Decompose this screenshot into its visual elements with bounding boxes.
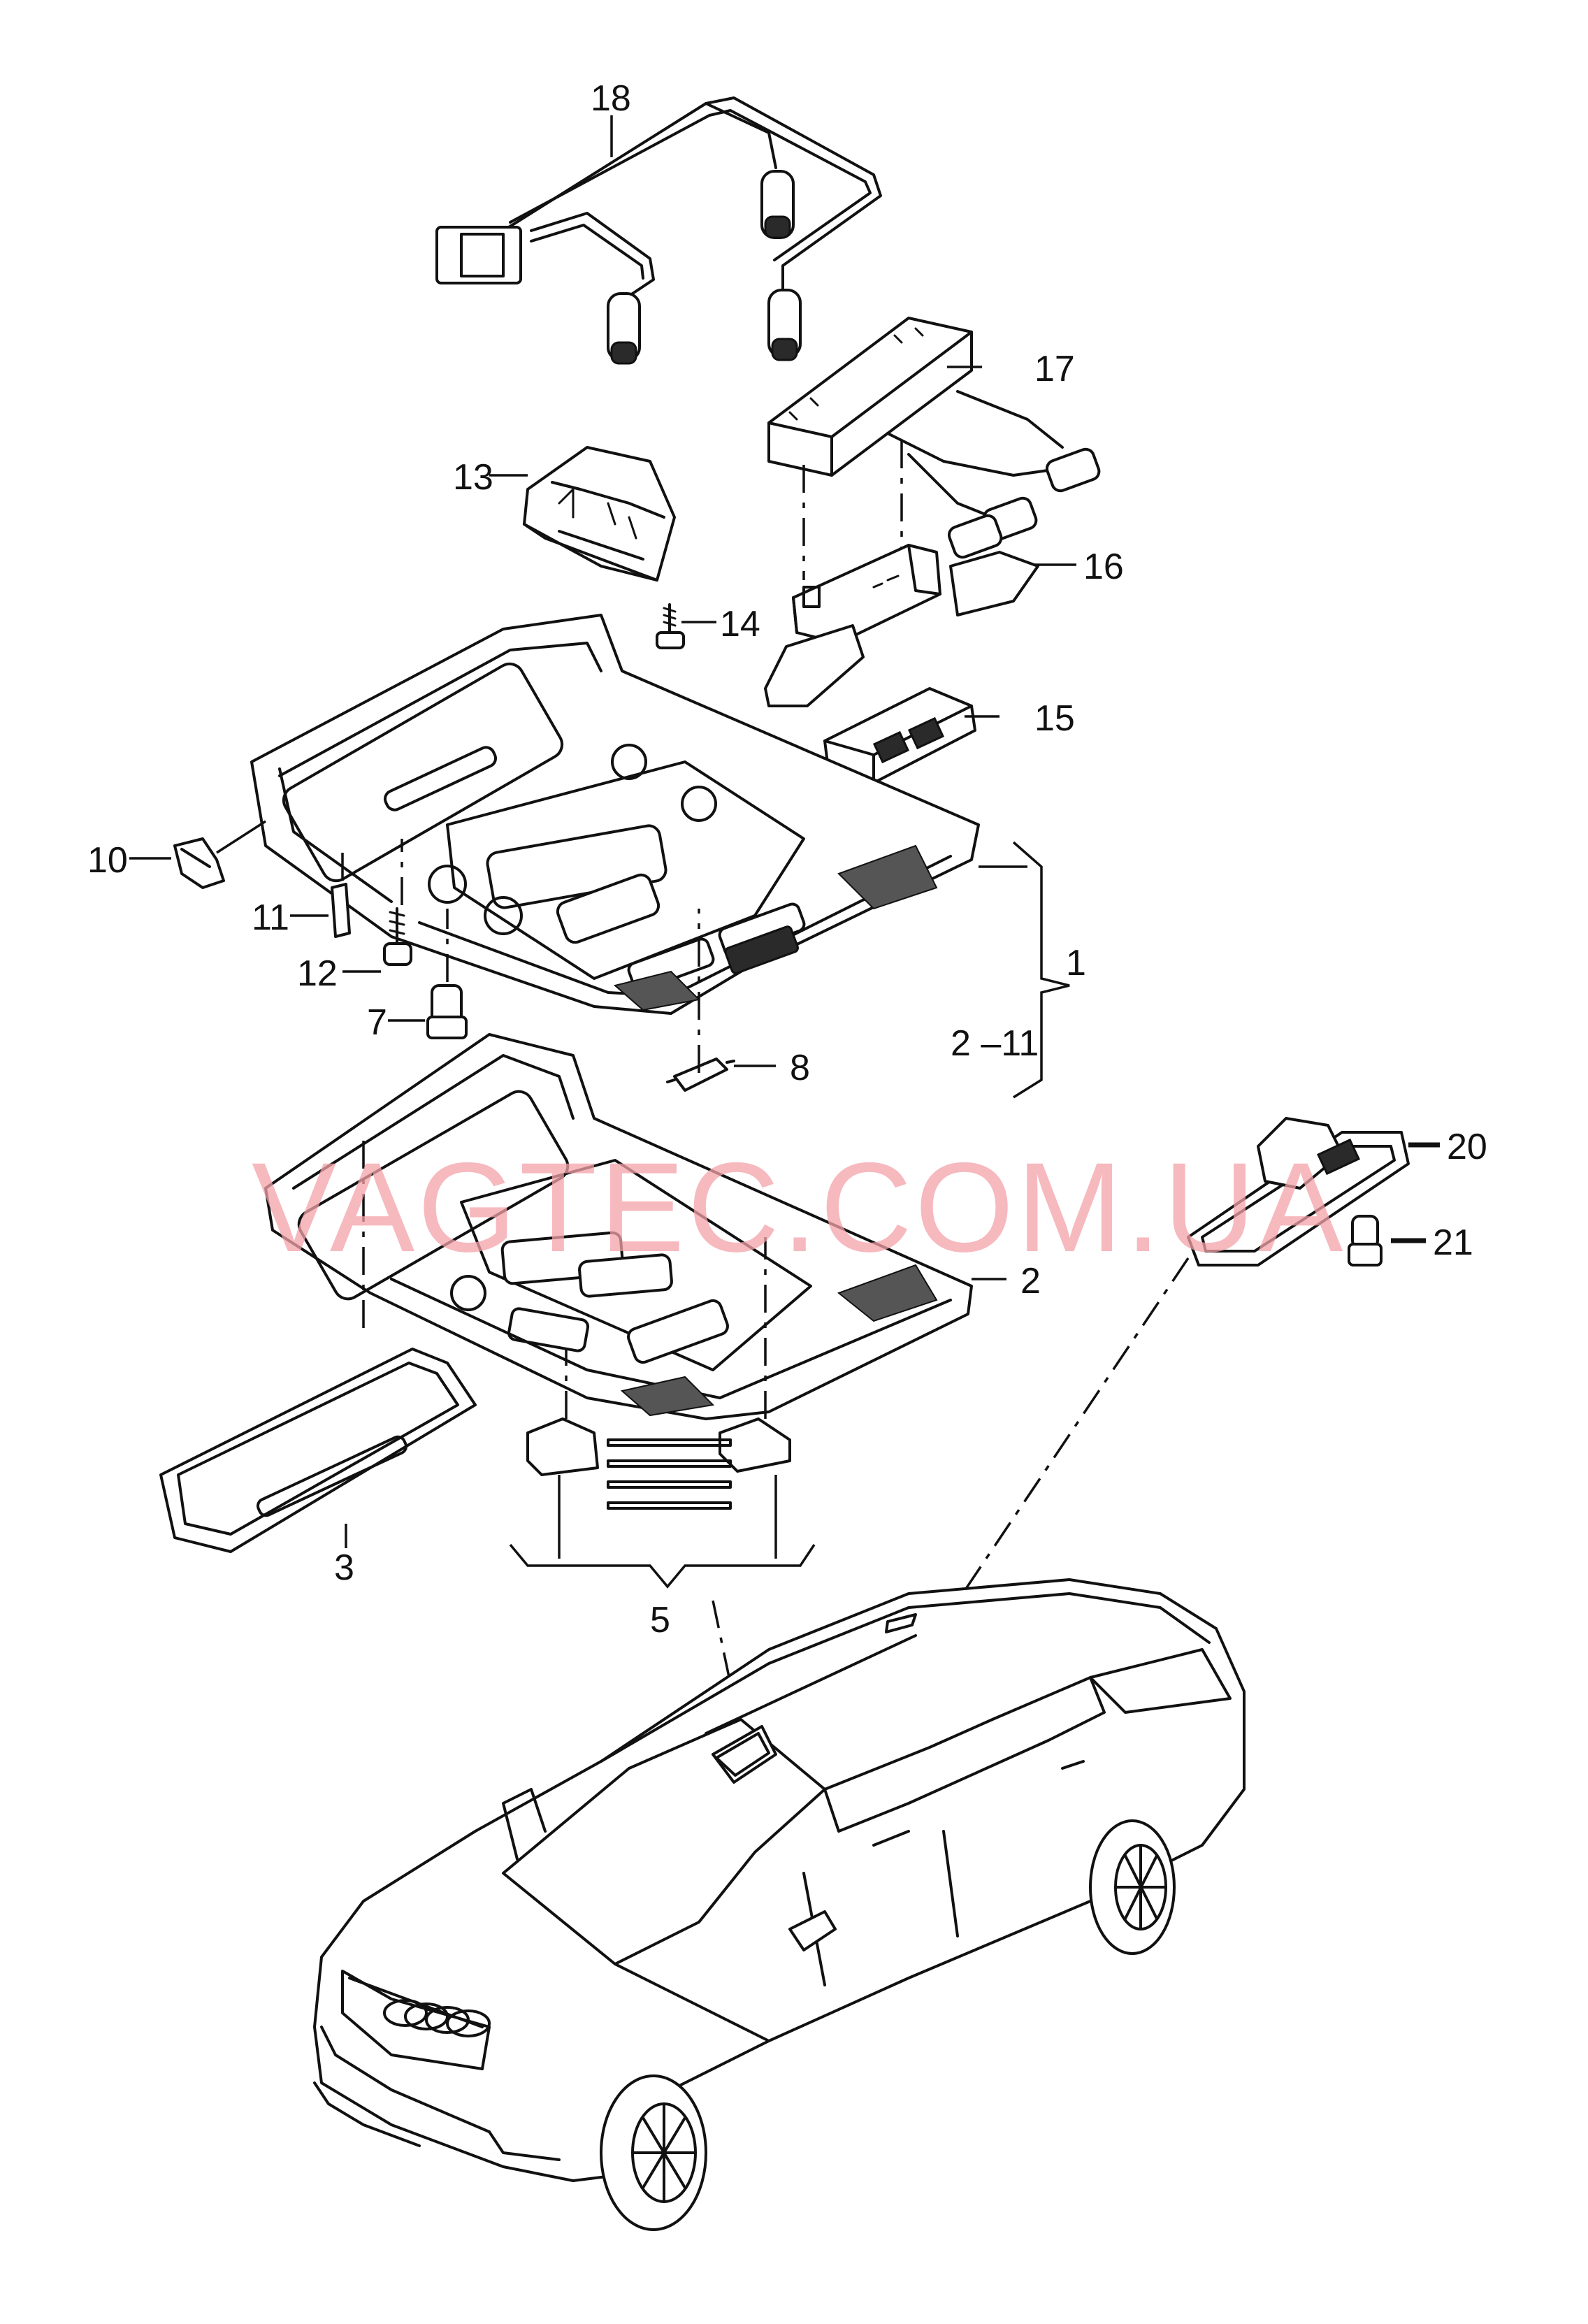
callout-2-11: 2 –11 bbox=[951, 1023, 1039, 1064]
roof-console-2 bbox=[264, 1033, 973, 1420]
bracket-16 bbox=[764, 544, 1039, 707]
callout-21: 21 bbox=[1433, 1222, 1473, 1263]
callout-1: 1 bbox=[1066, 943, 1086, 983]
callout-5: 5 bbox=[650, 1600, 670, 1640]
festoon-bulb-8 bbox=[666, 1058, 735, 1092]
callout-15: 15 bbox=[1034, 698, 1075, 739]
callout-12: 12 bbox=[297, 953, 338, 994]
callout-20: 20 bbox=[1447, 1127, 1487, 1167]
lamp-housing-20 bbox=[1187, 1117, 1410, 1266]
car-illustration bbox=[313, 1578, 1246, 2231]
callout-17: 17 bbox=[1034, 349, 1075, 389]
roof-console-1 bbox=[250, 614, 980, 1015]
lamp-socket bbox=[607, 292, 641, 365]
screw-14 bbox=[656, 603, 685, 649]
bulb-21 bbox=[1348, 1215, 1383, 1266]
callout-14: 14 bbox=[720, 604, 760, 644]
lamp-socket bbox=[767, 289, 802, 361]
callout-2: 2 bbox=[1020, 1261, 1041, 1301]
callout-18: 18 bbox=[591, 78, 631, 119]
callout-7: 7 bbox=[367, 1002, 387, 1043]
wiring-harness-18 bbox=[435, 96, 882, 365]
callout-8: 8 bbox=[790, 1048, 810, 1088]
watermark: VAGTEC.COM.UA bbox=[252, 1136, 1345, 1278]
callout-13: 13 bbox=[453, 457, 493, 498]
callout-10: 10 bbox=[87, 840, 128, 881]
clip-11 bbox=[331, 883, 351, 938]
clip-10 bbox=[173, 837, 225, 889]
screw-12 bbox=[383, 907, 412, 966]
callout-16: 16 bbox=[1083, 547, 1124, 587]
button-caps-5 bbox=[526, 1417, 791, 1510]
trim-frame-3 bbox=[159, 1348, 477, 1553]
control-unit-17 bbox=[767, 317, 1101, 559]
callout-11: 11 bbox=[252, 897, 289, 938]
callout-3: 3 bbox=[334, 1547, 354, 1588]
reading-light-13 bbox=[523, 446, 676, 582]
bulb-7 bbox=[426, 984, 468, 1039]
lamp-socket bbox=[760, 170, 795, 239]
